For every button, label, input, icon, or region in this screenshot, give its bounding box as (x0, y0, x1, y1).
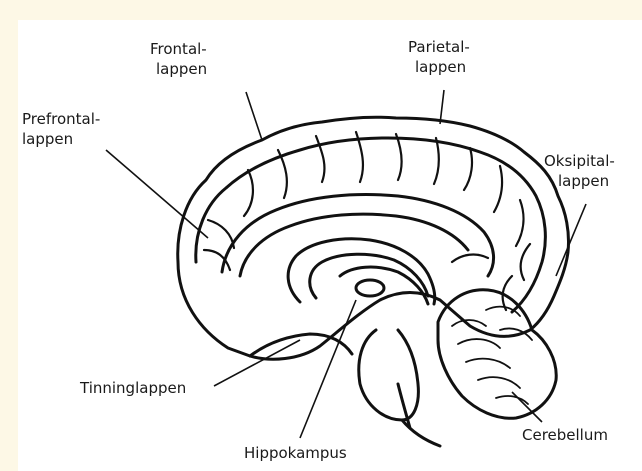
thalamic-nucleus (356, 280, 384, 296)
leader-occipital (556, 204, 586, 276)
brainstem (359, 330, 419, 420)
cerebellum-shape (438, 290, 556, 418)
label-prefrontal-line2: lappen (22, 130, 73, 148)
label-prefrontal-line1: Prefrontal- (22, 110, 100, 128)
label-parietal-line2: lappen (415, 58, 466, 76)
leader-frontal (246, 92, 262, 140)
cerebellum-folia (452, 307, 532, 404)
leader-hippocampus (300, 300, 356, 438)
label-occipital-line2: lappen (558, 172, 609, 190)
label-temporal: Tinninglappen (79, 379, 186, 397)
label-parietal-line1: Parietal- (408, 38, 470, 56)
temporal-lobe (250, 334, 352, 356)
label-frontal-line2: lappen (156, 60, 207, 78)
label-cerebellum: Cerebellum (522, 426, 608, 444)
corpus-callosum-inner (240, 214, 468, 276)
leader-parietal (440, 90, 444, 124)
label-occipital-line1: Oksipital- (544, 152, 615, 170)
label-frontal-line1: Frontal- (150, 40, 207, 58)
label-hippocampus: Hippokampus (244, 444, 347, 462)
